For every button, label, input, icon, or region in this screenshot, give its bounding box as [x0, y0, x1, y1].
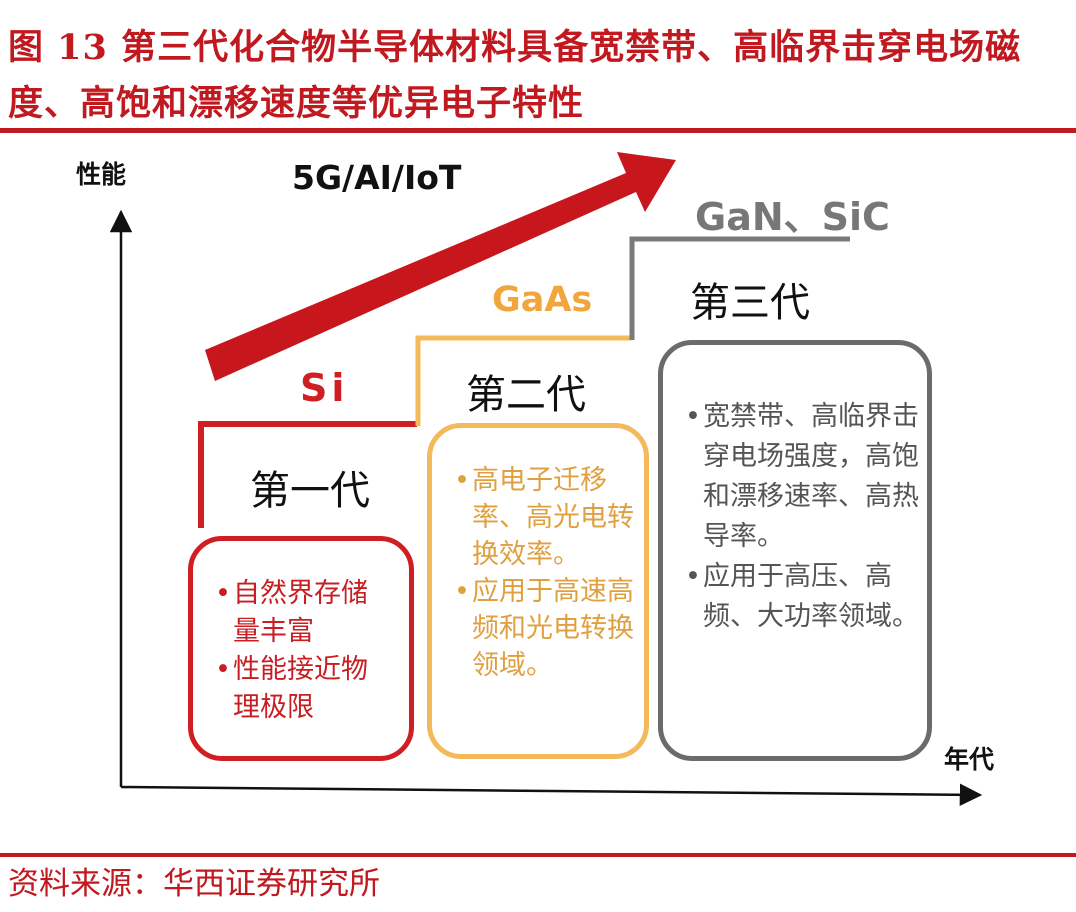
- bullet-item: 性能接近物理极限: [215, 651, 385, 727]
- generation-1-box: 自然界存储量丰富 性能接近物理极限: [188, 536, 414, 761]
- generation-3-label: 第三代: [690, 280, 810, 326]
- figure-title: 图 13 第三代化合物半导体材料具备宽禁带、高临界击穿电场磁度、高饱和漂移速度等…: [8, 27, 1022, 124]
- title-rule: [0, 128, 1076, 133]
- trend-arrow: [205, 152, 676, 381]
- step-gaas: [415, 335, 631, 426]
- material-gaas: GaAs: [492, 280, 593, 320]
- generation-2-box: 高电子迁移率、高光电转换效率。 应用于高速高频和光电转换领域。: [427, 423, 649, 759]
- x-axis-label: 年代: [944, 745, 995, 774]
- generation-3-box: 宽禁带、高临界击穿电场强度，高饱和漂移速率、高热导率。 应用于高压、高频、大功率…: [658, 340, 932, 761]
- step-gan: [629, 236, 850, 340]
- generation-1-label: 第一代: [250, 468, 370, 514]
- bullet-item: 应用于高压、高频、大功率领域。: [685, 557, 919, 637]
- source-rule: [0, 853, 1076, 857]
- step-si: [198, 421, 417, 528]
- trend-label: 5G/AI/IoT: [292, 158, 462, 197]
- bullet-item: 宽禁带、高临界击穿电场强度，高饱和漂移速率、高热导率。: [685, 397, 919, 557]
- material-gan-sic: GaN、SiC: [695, 195, 890, 239]
- bullet-item: 自然界存储量丰富: [215, 575, 385, 651]
- material-si: Si: [300, 366, 349, 410]
- y-axis-label: 性能: [76, 160, 127, 189]
- source-note: 资料来源：华西证券研究所: [8, 866, 380, 902]
- bullet-item: 高电子迁移率、高光电转换效率。: [454, 462, 634, 573]
- x-axis: [120, 783, 983, 807]
- bullet-item: 应用于高速高频和光电转换领域。: [454, 573, 634, 684]
- generation-2-label: 第二代: [466, 372, 586, 418]
